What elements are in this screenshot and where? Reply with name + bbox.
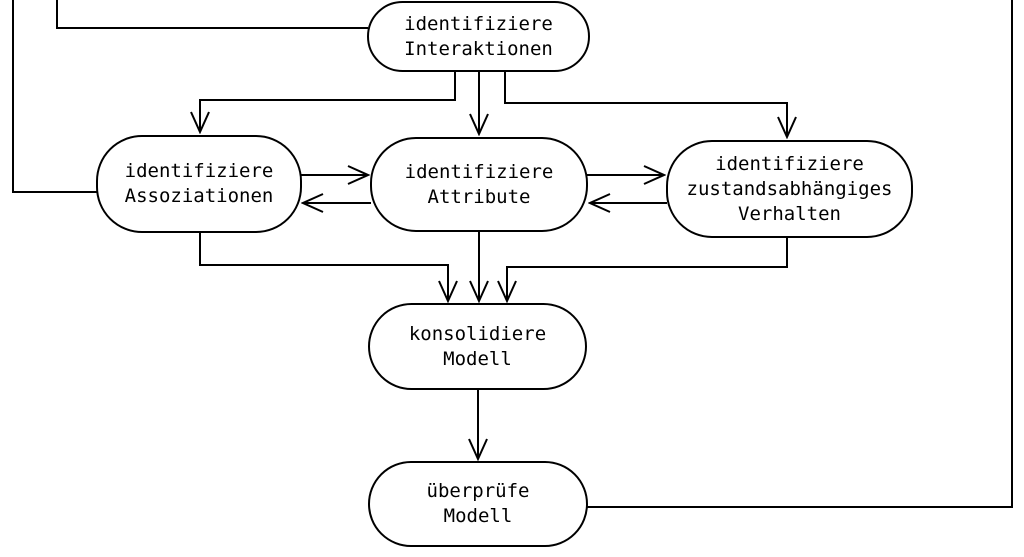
node-konsolidiere-modell: konsolidiere Modell xyxy=(368,303,587,390)
edge-ueberpruefe-to-top xyxy=(587,0,1013,508)
node-identifiziere-interaktionen: identifiziere Interaktionen xyxy=(367,1,590,72)
edge-verhalten-to-konsolidiere xyxy=(507,237,788,301)
edge-assoziationen-to-konsolidiere xyxy=(199,232,448,301)
node-identifiziere-attribute: identifiziere Attribute xyxy=(370,137,588,232)
edge-interaktionen-to-assoziationen xyxy=(200,72,456,132)
edge-interaktionen-to-verhalten xyxy=(504,72,787,137)
node-label-ueberpruefe: überprüfe Modell xyxy=(426,480,530,527)
node-identifiziere-assoziationen: identifiziere Assoziationen xyxy=(96,135,302,233)
node-ueberpruefe-modell: überprüfe Modell xyxy=(368,461,588,547)
node-label-attribute: identifiziere Attribute xyxy=(404,160,554,208)
node-label-verhalten: identifiziere zustandsabhängiges Verhalt… xyxy=(686,152,893,225)
edge-top-to-interaktionen xyxy=(56,0,368,29)
node-label-assoziationen: identifiziere Assoziationen xyxy=(124,160,274,207)
node-label-konsolidiere: konsolidiere Modell xyxy=(408,322,547,370)
node-identifiziere-zustandsabhaengiges-verhalten: identifiziere zustandsabhängiges Verhalt… xyxy=(666,140,913,238)
node-label-interaktionen: identifiziere Interaktionen xyxy=(404,12,553,60)
edge-top-to-assoziationen xyxy=(12,0,98,193)
